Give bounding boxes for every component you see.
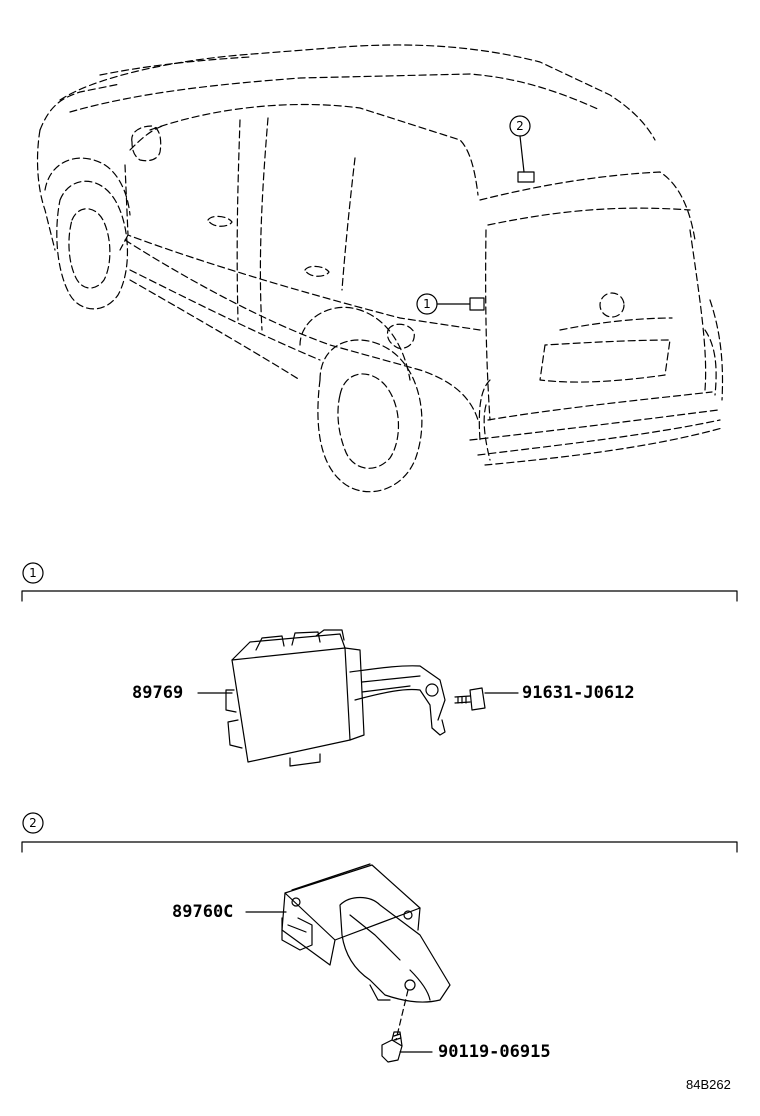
section-2-circle: [22, 812, 44, 834]
section-2-label: 2: [29, 816, 37, 830]
bolt-91631-J0612: [454, 687, 486, 711]
part-number-91631-J0612[interactable]: 91631-J0612: [522, 683, 635, 703]
part-number-89769[interactable]: 89769: [132, 683, 184, 703]
section-1-circle: [22, 562, 44, 584]
vehicle-illustration: [36, 44, 724, 493]
section-1-bracket: [21, 590, 738, 602]
callout-2-label[interactable]: 2: [516, 119, 524, 133]
control-module-89769: [225, 629, 446, 767]
screw-90119-06915: [381, 1031, 403, 1063]
part-number-90119-06915[interactable]: 90119-06915: [438, 1042, 551, 1062]
part-number-89760C[interactable]: 89760C: [172, 902, 234, 922]
module-2-location: [517, 171, 535, 183]
illustration-code: 84B262: [686, 1077, 731, 1092]
section-2-bracket: [21, 841, 738, 853]
module-1-location: [469, 297, 485, 311]
section-1-label: 1: [29, 566, 37, 580]
control-module-89760C: [281, 863, 451, 1003]
callout-1-label[interactable]: 1: [423, 297, 431, 311]
